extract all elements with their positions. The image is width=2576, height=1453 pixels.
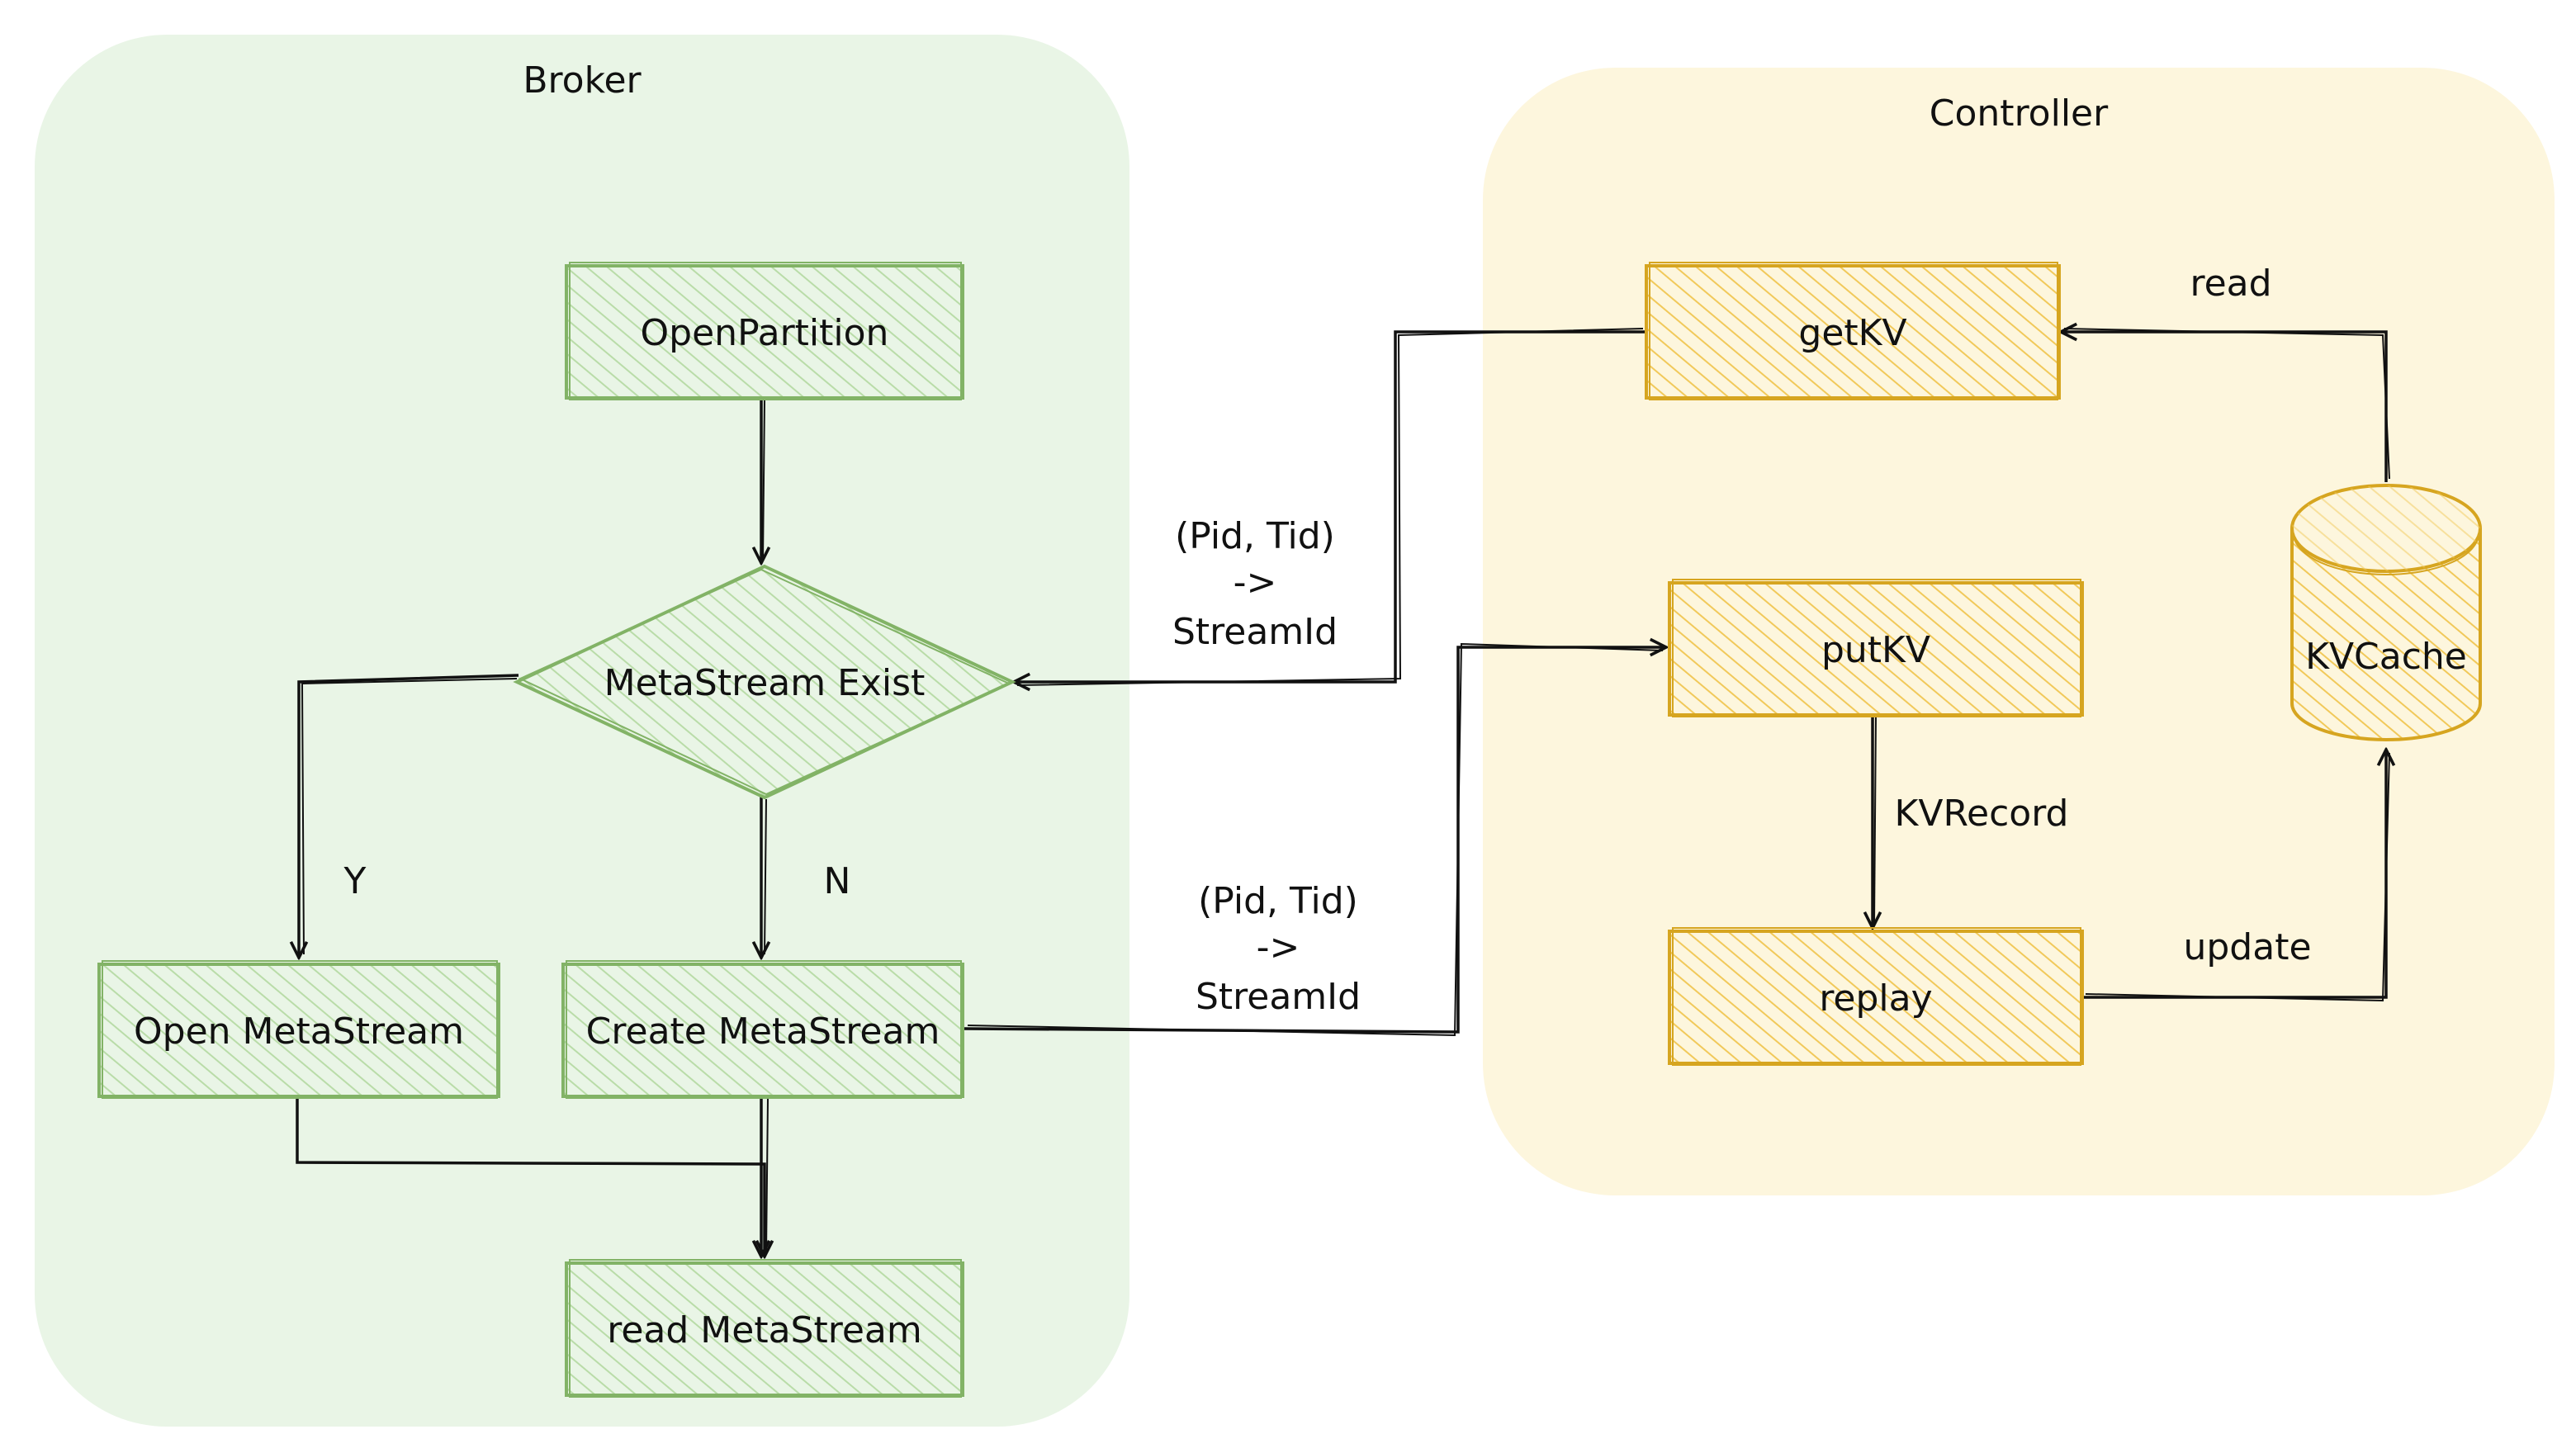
- edge-kvcache-to-getkv: [2061, 332, 2388, 482]
- node-replay: replay: [1668, 927, 2084, 1066]
- putkv-label: putKV: [1821, 629, 1930, 671]
- edges: [297, 329, 2389, 1257]
- open-partition-label: OpenPartition: [641, 312, 889, 354]
- putkv-mapping-line1: (Pid, Tid): [1198, 880, 1358, 922]
- broker-group: [35, 35, 1129, 1427]
- node-read-metastream: read MetaStream: [565, 1259, 964, 1398]
- node-open-partition: OpenPartition: [565, 262, 964, 400]
- replay-label: replay: [1819, 977, 1932, 1020]
- putkv-mapping-line2: ->: [1257, 926, 1300, 968]
- getkv-mapping-line1: (Pid, Tid): [1175, 515, 1335, 557]
- kvcache-label: KVCache: [2305, 636, 2467, 678]
- putkv-mapping-line3: StreamId: [1196, 976, 1361, 1018]
- open-metastream-label: Open MetaStream: [134, 1010, 464, 1053]
- node-create-metastream: Create MetaStream: [561, 960, 964, 1099]
- controller-title: Controller: [1930, 92, 2109, 135]
- node-metastream-exist: MetaStream Exist: [513, 564, 1016, 800]
- node-getkv: getKV: [1645, 262, 2061, 400]
- edge-label-kvrecord: KVRecord: [1895, 793, 2069, 835]
- edge-sketch-stroke: [1873, 716, 1877, 925]
- edge-sketch-stroke: [1016, 328, 1644, 686]
- edge-sketch-stroke: [762, 399, 765, 562]
- read-metastream-label: read MetaStream: [607, 1309, 922, 1351]
- edge-sketch-stroke: [2063, 328, 2390, 480]
- getkv-label: getKV: [1798, 312, 1906, 354]
- node-putkv: putKV: [1668, 579, 2084, 717]
- create-metastream-label: Create MetaStream: [586, 1010, 940, 1053]
- edge-label-no: N: [824, 860, 851, 902]
- edge-label-yes: Y: [343, 860, 367, 902]
- getkv-mapping-line3: StreamId: [1172, 611, 1338, 653]
- broker-title: Broker: [523, 59, 642, 102]
- edge-label-read: read: [2190, 263, 2271, 305]
- edge-replay-to-kvcache: [2084, 750, 2386, 999]
- edge-sketch-stroke: [764, 798, 767, 955]
- edge-sketch-stroke: [967, 642, 1664, 1037]
- getkv-mapping-line2: ->: [1234, 561, 1277, 603]
- edge-sketch-stroke: [301, 678, 518, 955]
- edge-label-update: update: [2183, 926, 2311, 968]
- edge-sketch-stroke: [765, 1097, 769, 1254]
- edge-sketch-stroke: [2085, 752, 2390, 1002]
- edge-exist-to-open: [299, 674, 519, 958]
- node-open-metastream: Open MetaStream: [97, 960, 500, 1099]
- node-kvcache: KVCache: [2290, 484, 2482, 741]
- metastream-exist-label: MetaStream Exist: [604, 662, 926, 704]
- edge-open-to-read: [296, 1096, 765, 1257]
